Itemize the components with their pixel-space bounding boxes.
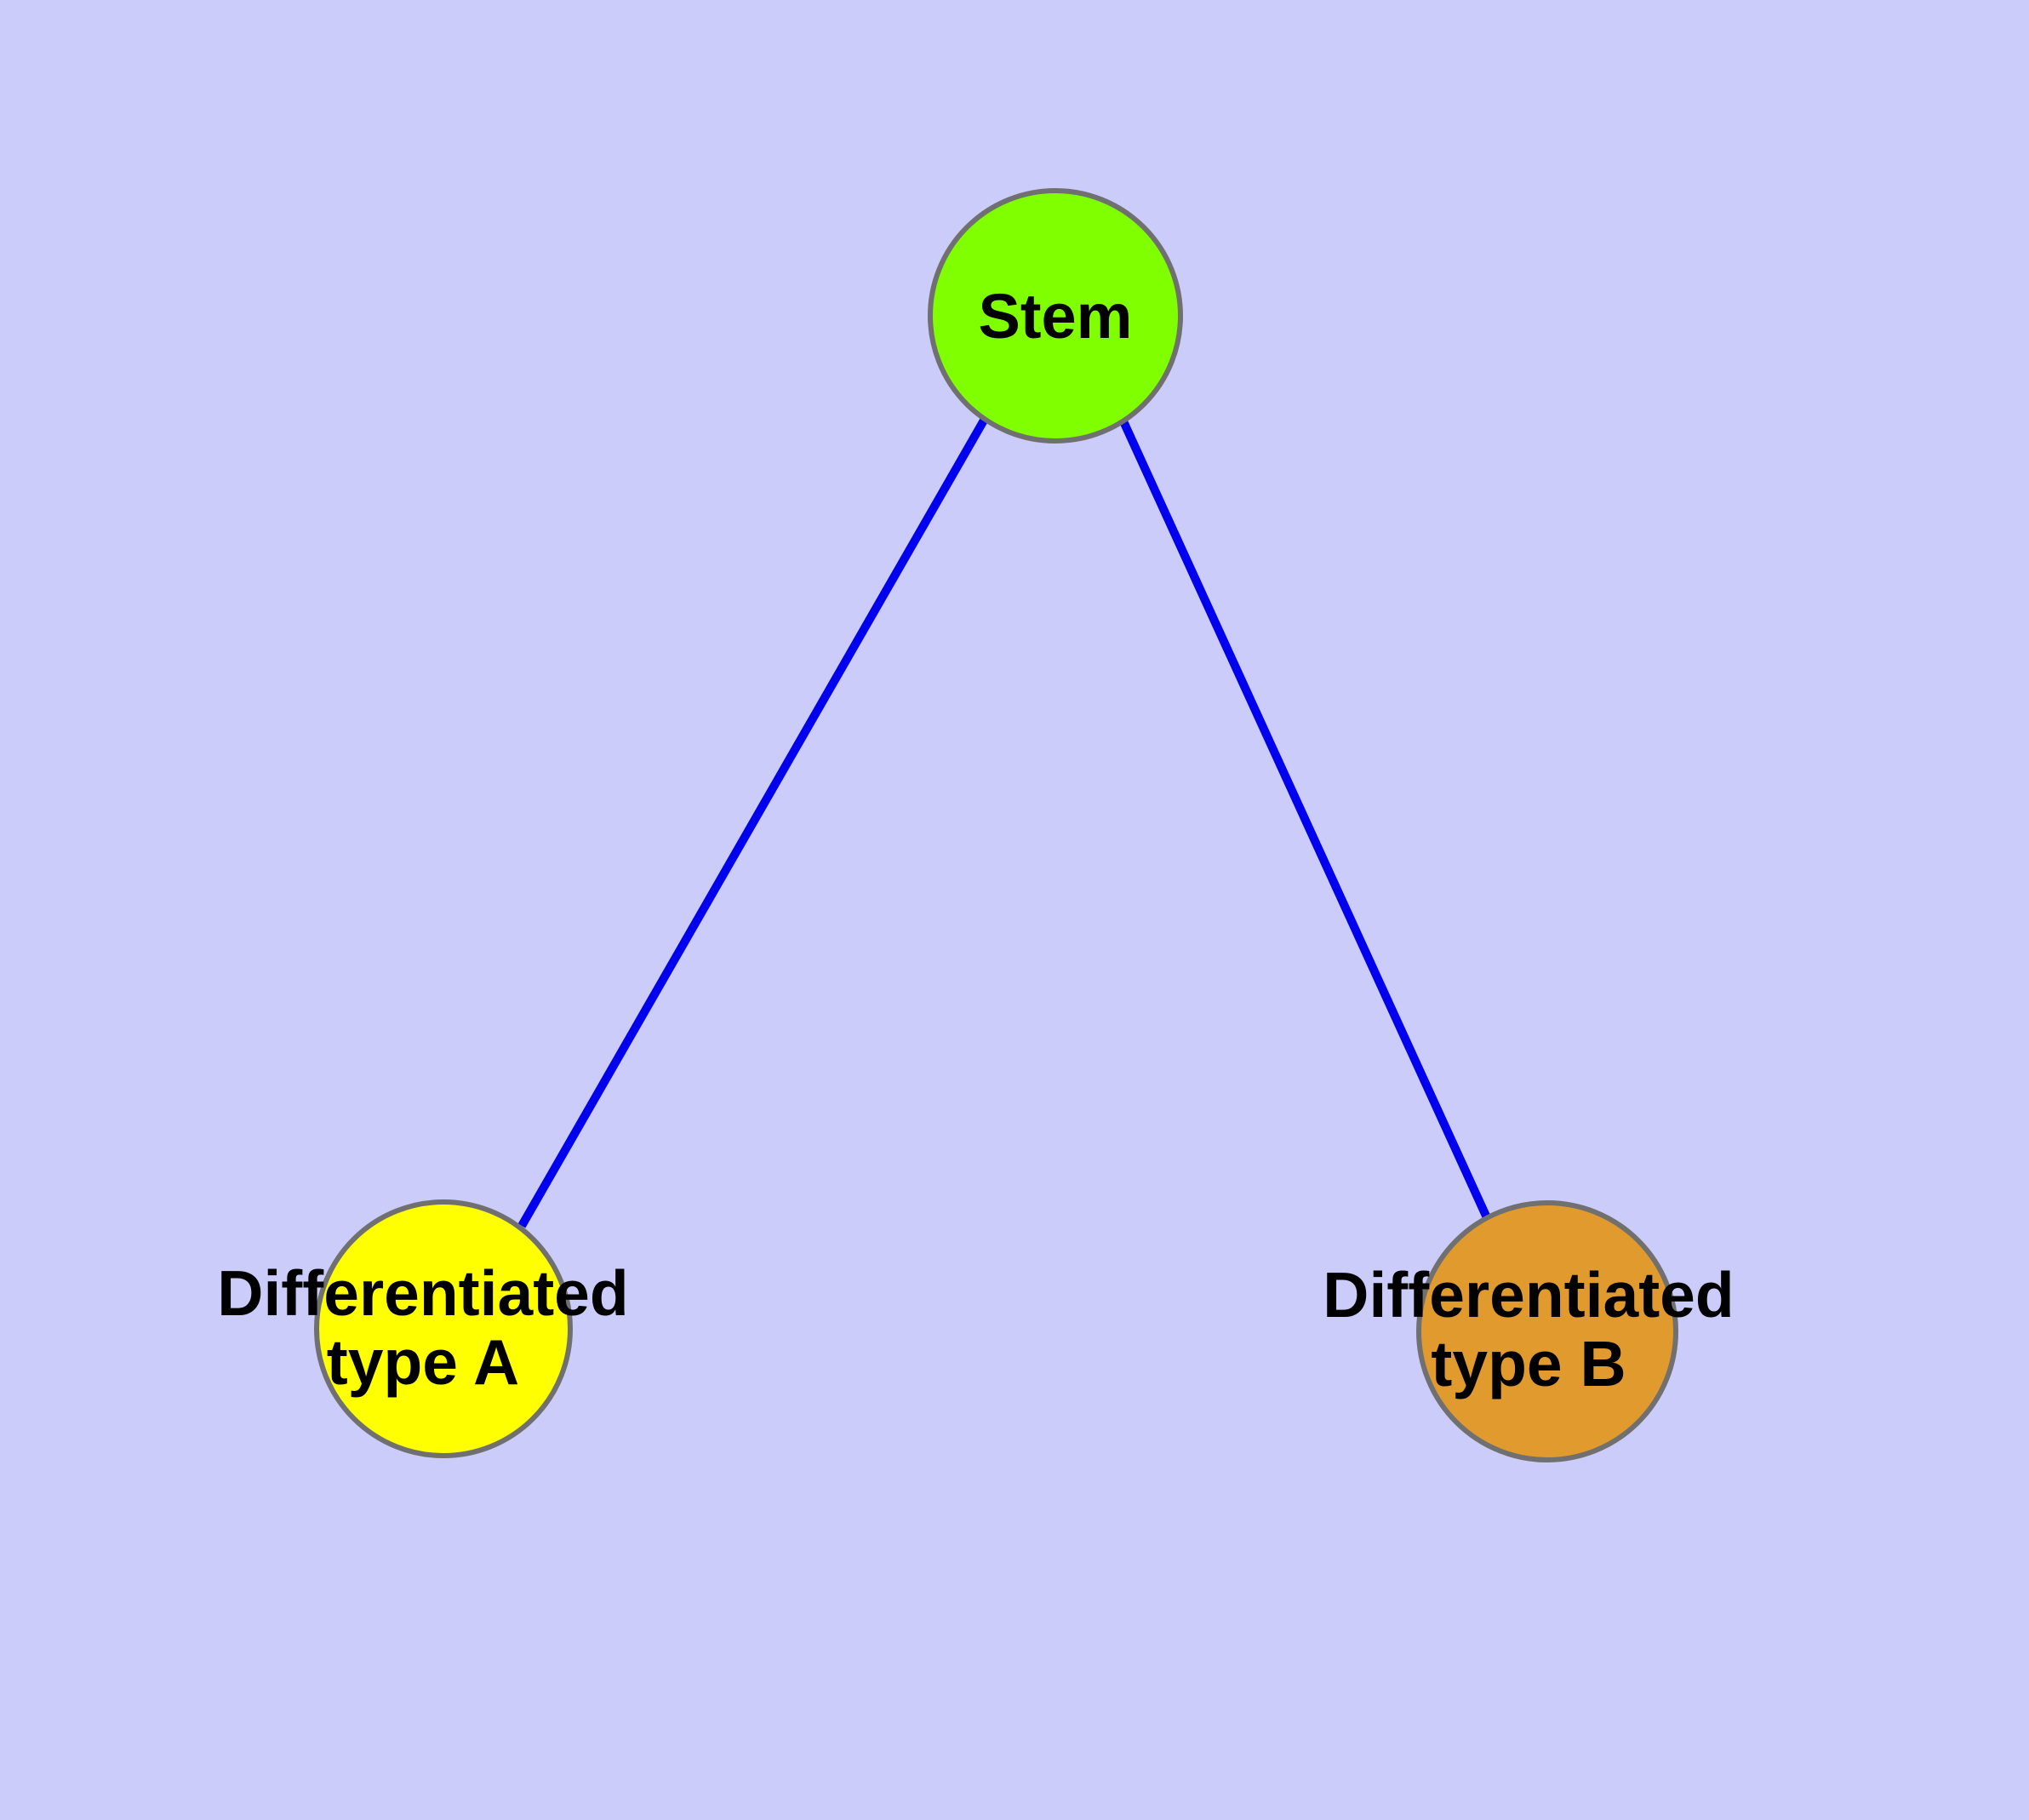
node-differentiated-type-a[interactable]: [314, 1199, 573, 1458]
edge-stem-to-diff-a[interactable]: [517, 416, 989, 1228]
edge-stem-to-diff-b[interactable]: [1119, 419, 1494, 1226]
node-stem[interactable]: [928, 188, 1183, 444]
node-differentiated-type-b[interactable]: [1416, 1200, 1678, 1462]
